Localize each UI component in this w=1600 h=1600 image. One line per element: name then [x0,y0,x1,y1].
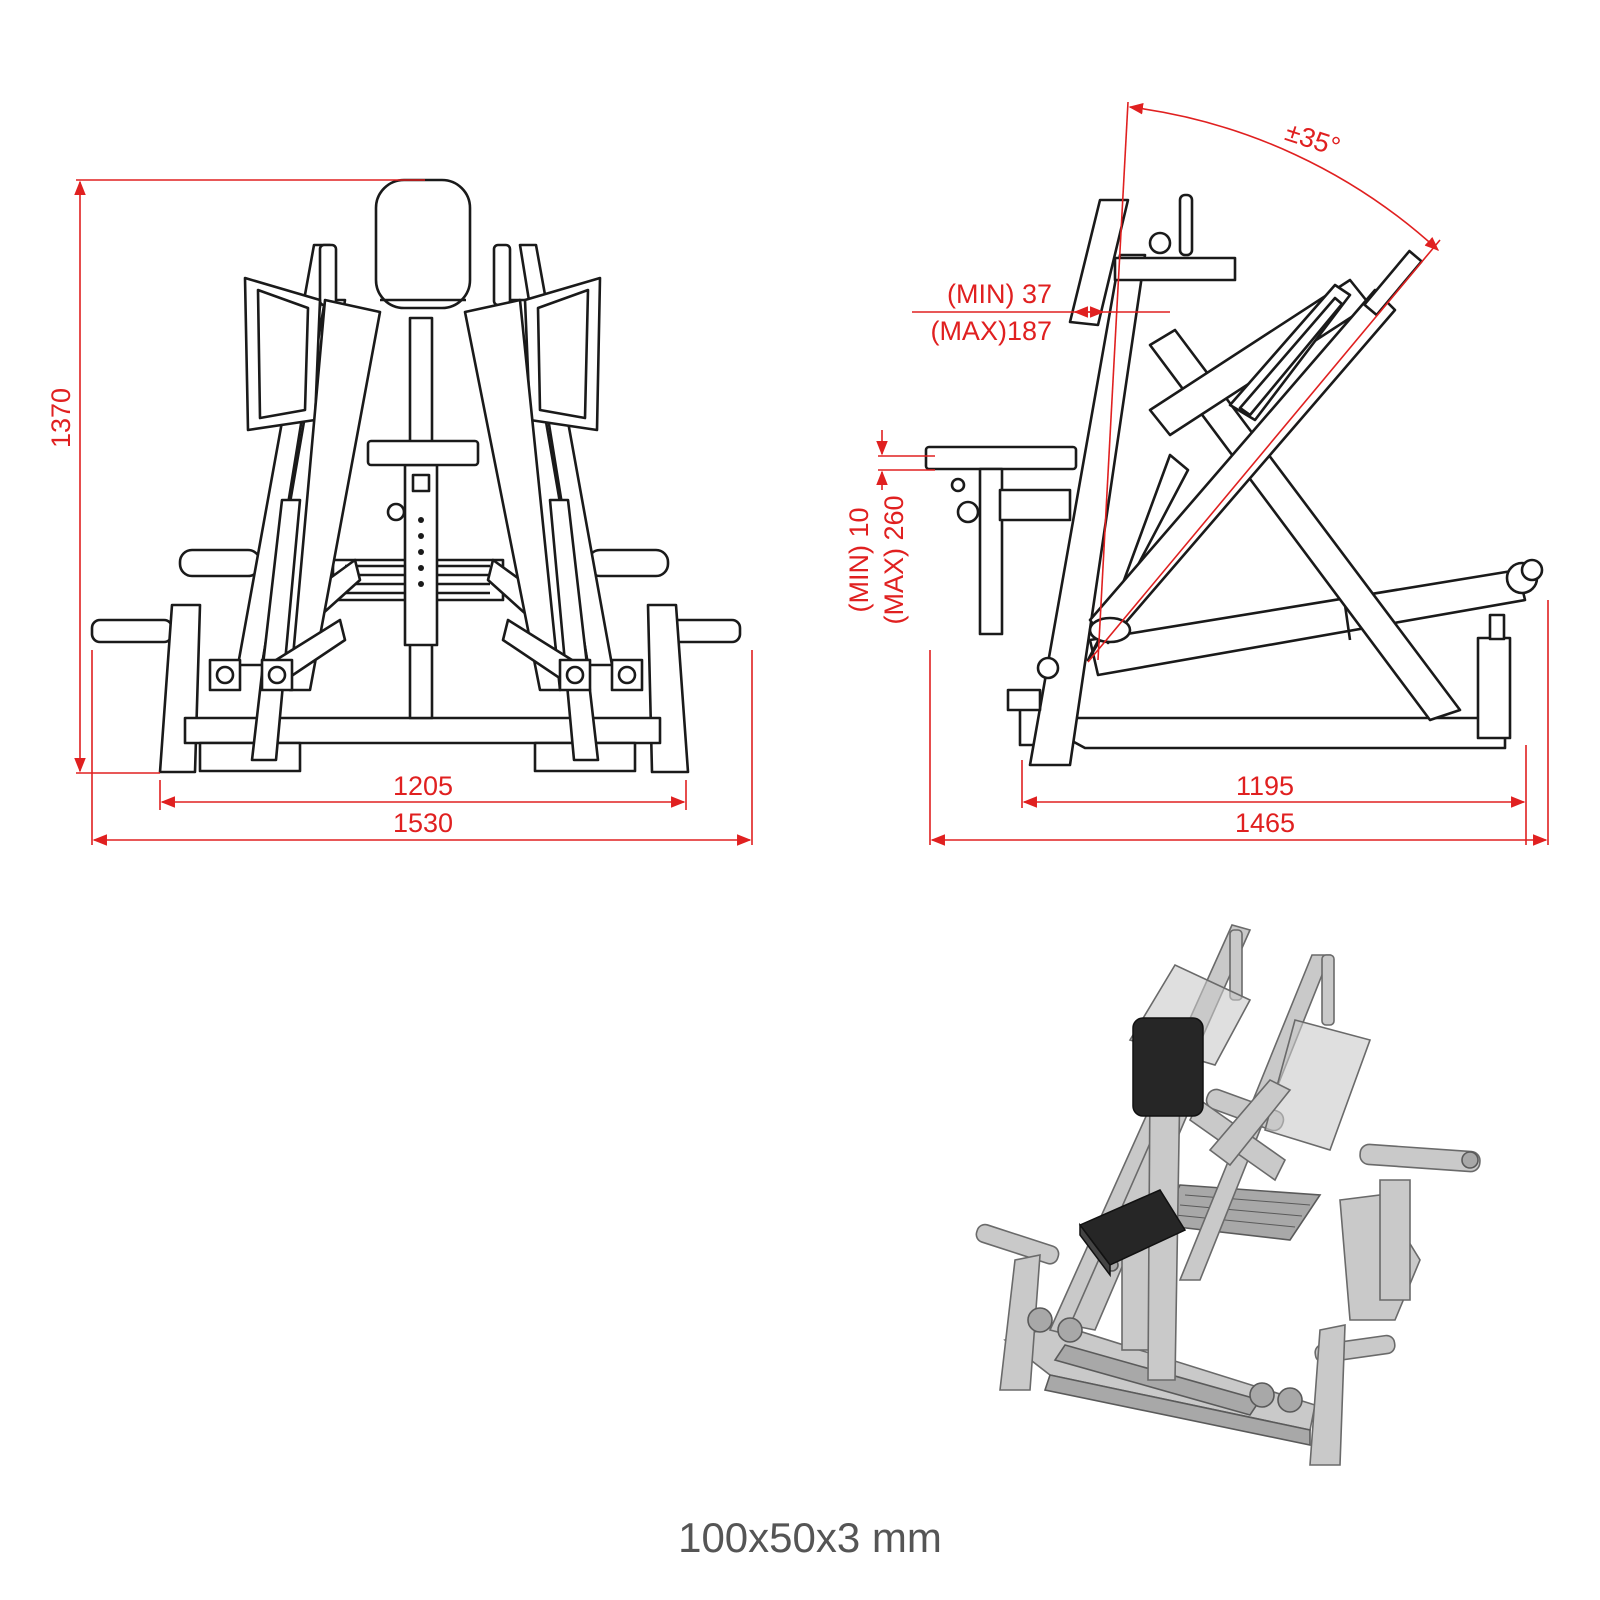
outer-width-label: 1530 [393,808,453,838]
seat-min-label: (MIN) 10 [844,507,874,612]
isometric-render [975,924,1481,1466]
profile-caption: 100x50x3 mm [678,1514,942,1561]
side-view-dimensions [876,101,1549,846]
backpad-min-label: (MIN) 37 [947,279,1052,309]
base-length-label: 1195 [1236,771,1294,801]
front-view-dimensions [74,179,753,846]
angle-label: ±35° [1282,117,1344,163]
backpad-max-label: (MAX)187 [930,316,1052,346]
total-length-label: 1465 [1235,808,1295,838]
height-label: 1370 [46,388,76,448]
front-view-machine [90,178,742,774]
inner-width-label: 1205 [393,771,453,801]
seat-max-label: (MAX) 260 [879,495,909,624]
